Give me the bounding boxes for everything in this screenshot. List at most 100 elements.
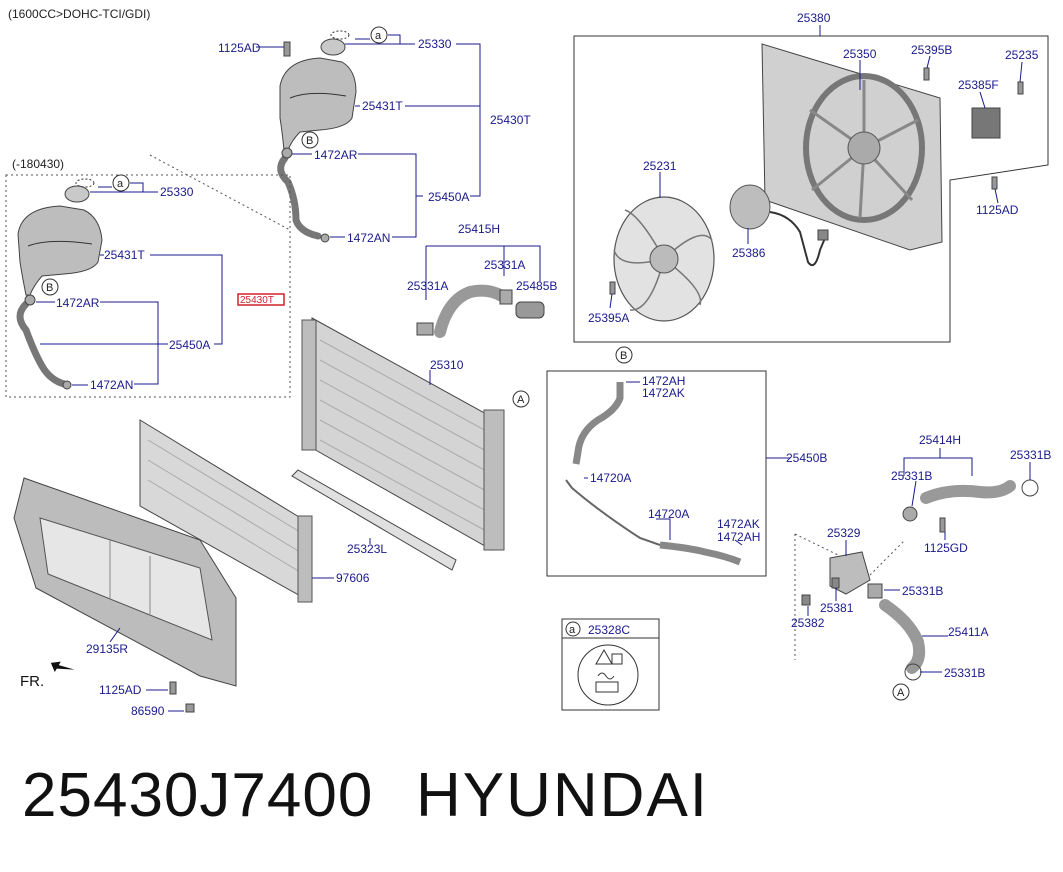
brand-name: HYUNDAI (416, 761, 710, 830)
reservoir-tank-upper[interactable] (279, 57, 357, 151)
label-25331b-left: 25331B (891, 469, 932, 483)
bolt-1125ad-front[interactable] (169, 681, 177, 695)
fan-resistor-25385f[interactable] (971, 107, 1001, 139)
front-arrow-icon (50, 661, 75, 673)
highlight-25430t[interactable] (237, 293, 285, 306)
label-25450a-lower: 25450A (169, 338, 210, 352)
callout-b-detail-text: B (620, 350, 627, 362)
callout-a-radiator (512, 390, 530, 408)
label-1472ak-bottom: 1472AK (717, 517, 760, 531)
reservoir-group-upper: a B 1125AD 25330 25431T 25430T 1472AR 25… (218, 26, 531, 245)
lower-hose-box (546, 370, 767, 577)
label-1472ar-lower: 1472AR (56, 296, 100, 310)
engine-note: (1600CC>DOHC-TCI/GDI) (8, 7, 150, 21)
clamp-25331b-mid[interactable] (867, 583, 883, 599)
cap-label-frame (561, 618, 660, 711)
reservoir-tank-lower[interactable] (17, 205, 103, 296)
label-25450b: 25450B (786, 451, 827, 465)
cap-label-decal[interactable] (577, 644, 639, 706)
reservoir-cap-lower[interactable] (64, 185, 90, 203)
label-25381: 25381 (820, 601, 854, 615)
clamp-25331a-right[interactable] (499, 289, 513, 305)
clamp-25331b-mid-top[interactable] (902, 506, 918, 522)
part-number: 25430J7400 (22, 761, 374, 830)
callout-b-lower (41, 278, 59, 296)
clamp-25331b-top[interactable] (1021, 479, 1039, 497)
label-25395a: 25395A (588, 311, 629, 325)
front-group: 97606 25323L 29135R 1125AD 86590 FR. (13, 419, 457, 718)
callout-a-lower-text: a (117, 178, 124, 190)
label-25331a-left: 25331A (407, 279, 448, 293)
label-25329: 25329 (827, 526, 861, 540)
callout-b-lower-text: B (46, 282, 53, 294)
lower-hose-detail: B 1472AH 1472AK 14720A 14720A 1472AK 147… (546, 346, 827, 577)
label-25411a: 25411A (948, 625, 988, 639)
label-1125ad-upper: 1125AD (218, 41, 261, 55)
callout-a-radiator-text: A (517, 394, 525, 406)
radiator-25310[interactable] (311, 317, 493, 551)
label-14720a-right: 14720A (648, 507, 689, 521)
callout-a-upper (370, 26, 388, 44)
label-1125gd: 1125GD (924, 541, 968, 555)
label-25330-lower: 25330 (160, 185, 194, 199)
bolt-25395a[interactable] (609, 281, 616, 295)
clamp-1472ar-lower[interactable] (24, 294, 36, 306)
bolt-1125ad-upper[interactable] (283, 41, 291, 57)
label-1472ar-upper: 1472AR (314, 148, 358, 162)
radiator-group: 25310 A (301, 317, 530, 551)
label-25328c: 25328C (588, 623, 630, 637)
variant-box (5, 174, 291, 398)
label-1472an-lower: 1472AN (90, 378, 133, 392)
label-25431t-lower: 25431T (104, 248, 145, 262)
clamp-25331a-left[interactable] (416, 322, 434, 336)
sensor-25381[interactable] (831, 577, 840, 589)
clamp-1472an-upper[interactable] (320, 233, 330, 243)
callout-a-label-text: a (569, 624, 576, 636)
label-25350: 25350 (843, 47, 877, 61)
label-25430t-upper: 25430T (490, 113, 531, 127)
hose-25411a[interactable] (879, 599, 926, 674)
label-25431t-upper: 25431T (362, 99, 403, 113)
reservoir-group-lower: a B 25330 25431T 25430T 1472AR 25450A 14… (16, 174, 285, 392)
label-1472ah-bottom: 1472AH (717, 530, 760, 544)
callout-a-thermostat-text: A (897, 687, 905, 699)
bolt-25395b[interactable] (923, 67, 930, 81)
clamp-1472ar-upper[interactable] (281, 147, 293, 159)
hose-upper[interactable] (277, 154, 322, 240)
clamp-1472an-lower[interactable] (62, 380, 72, 390)
upper-radiator-hose[interactable] (434, 284, 508, 338)
label-25231: 25231 (643, 159, 677, 173)
hose-25414h[interactable] (920, 480, 1016, 504)
fan-group: 25380 25350 25395B 25235 25385F 25231 25… (573, 11, 1049, 343)
fan-motor[interactable] (729, 184, 771, 230)
label-25235: 25235 (1005, 48, 1039, 62)
label-25414h: 25414H (919, 433, 961, 447)
reservoir-cap-upper[interactable] (320, 38, 346, 56)
plug-25382[interactable] (801, 594, 811, 606)
fan-group-box (573, 35, 1049, 343)
label-1472ak-top: 1472AK (642, 386, 685, 400)
label-25310: 25310 (430, 358, 464, 372)
callout-a-upper-text: a (375, 30, 382, 42)
callout-b-upper-text: B (306, 135, 313, 147)
clip-86590[interactable] (185, 703, 195, 713)
label-29135r: 29135R (86, 642, 128, 656)
bolt-25235[interactable] (1017, 81, 1024, 95)
warning-icon (595, 648, 613, 665)
label-25380: 25380 (797, 11, 831, 25)
steam-icon (597, 672, 615, 680)
hose-lower[interactable] (16, 300, 68, 388)
thermostat-housing-25329[interactable] (829, 551, 871, 595)
label-25395b: 25395B (911, 43, 952, 57)
label-25415h: 25415H (458, 222, 500, 236)
seal-25323l[interactable] (291, 469, 457, 571)
label-25450a-upper: 25450A (428, 190, 469, 204)
label-25323l: 25323L (347, 542, 387, 556)
cap-seal-lower (75, 178, 95, 188)
label-25430t-lower[interactable]: 25430T (240, 295, 274, 306)
label-86590: 86590 (131, 704, 165, 718)
callout-a-thermostat (892, 683, 910, 701)
bolt-1125ad-fan[interactable] (991, 176, 998, 190)
fitting-25485b[interactable] (515, 301, 545, 319)
bolt-1125gd[interactable] (939, 517, 946, 533)
